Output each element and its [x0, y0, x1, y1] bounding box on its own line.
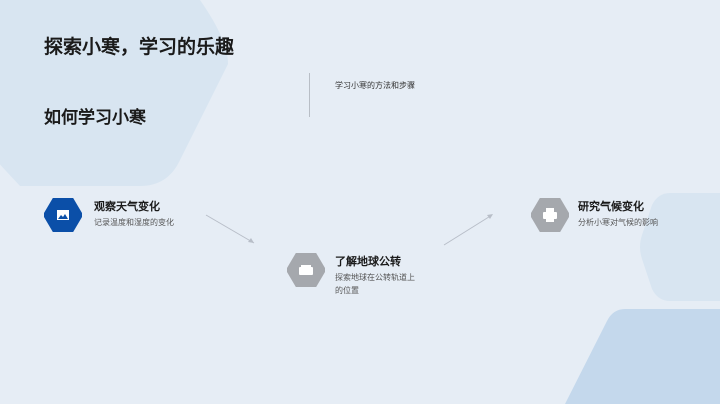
step-observe-weather: 观察天气变化 记录温度和湿度的变化: [44, 198, 194, 248]
slide-description: 学习小寒的方法和步骤: [335, 81, 415, 90]
step-text: 分析小寒对气候的影响: [578, 218, 658, 227]
background-hexagon-right: [640, 193, 720, 301]
step-text: 记录温度和湿度的变化: [94, 218, 174, 227]
step-earth-orbit: 了解地球公转 探索地球在公转轨道上的位置: [287, 253, 437, 303]
step-title: 观察天气变化: [94, 200, 160, 213]
divider-line: [309, 73, 310, 117]
slide-subtitle: 如何学习小寒: [44, 108, 146, 128]
hexagon-badge: [44, 198, 82, 232]
step-climate-change: 研究气候变化 分析小寒对气候的影响: [531, 198, 681, 248]
image-icon: [57, 210, 69, 220]
background-hexagon-bottom-right: [565, 309, 720, 404]
arrow-icon: [205, 214, 255, 244]
arrow-icon: [443, 214, 493, 246]
step-title: 研究气候变化: [578, 200, 644, 213]
hexagon-badge: [287, 253, 325, 287]
sofa-icon: [299, 265, 313, 275]
background-hexagon-top-left: [0, 0, 228, 186]
slide-title: 探索小寒，学习的乐趣: [44, 36, 235, 58]
hexagon-badge: [531, 198, 569, 232]
step-text: 探索地球在公转轨道上的位置: [335, 273, 415, 295]
step-title: 了解地球公转: [335, 255, 401, 268]
printer-icon: [543, 208, 557, 222]
